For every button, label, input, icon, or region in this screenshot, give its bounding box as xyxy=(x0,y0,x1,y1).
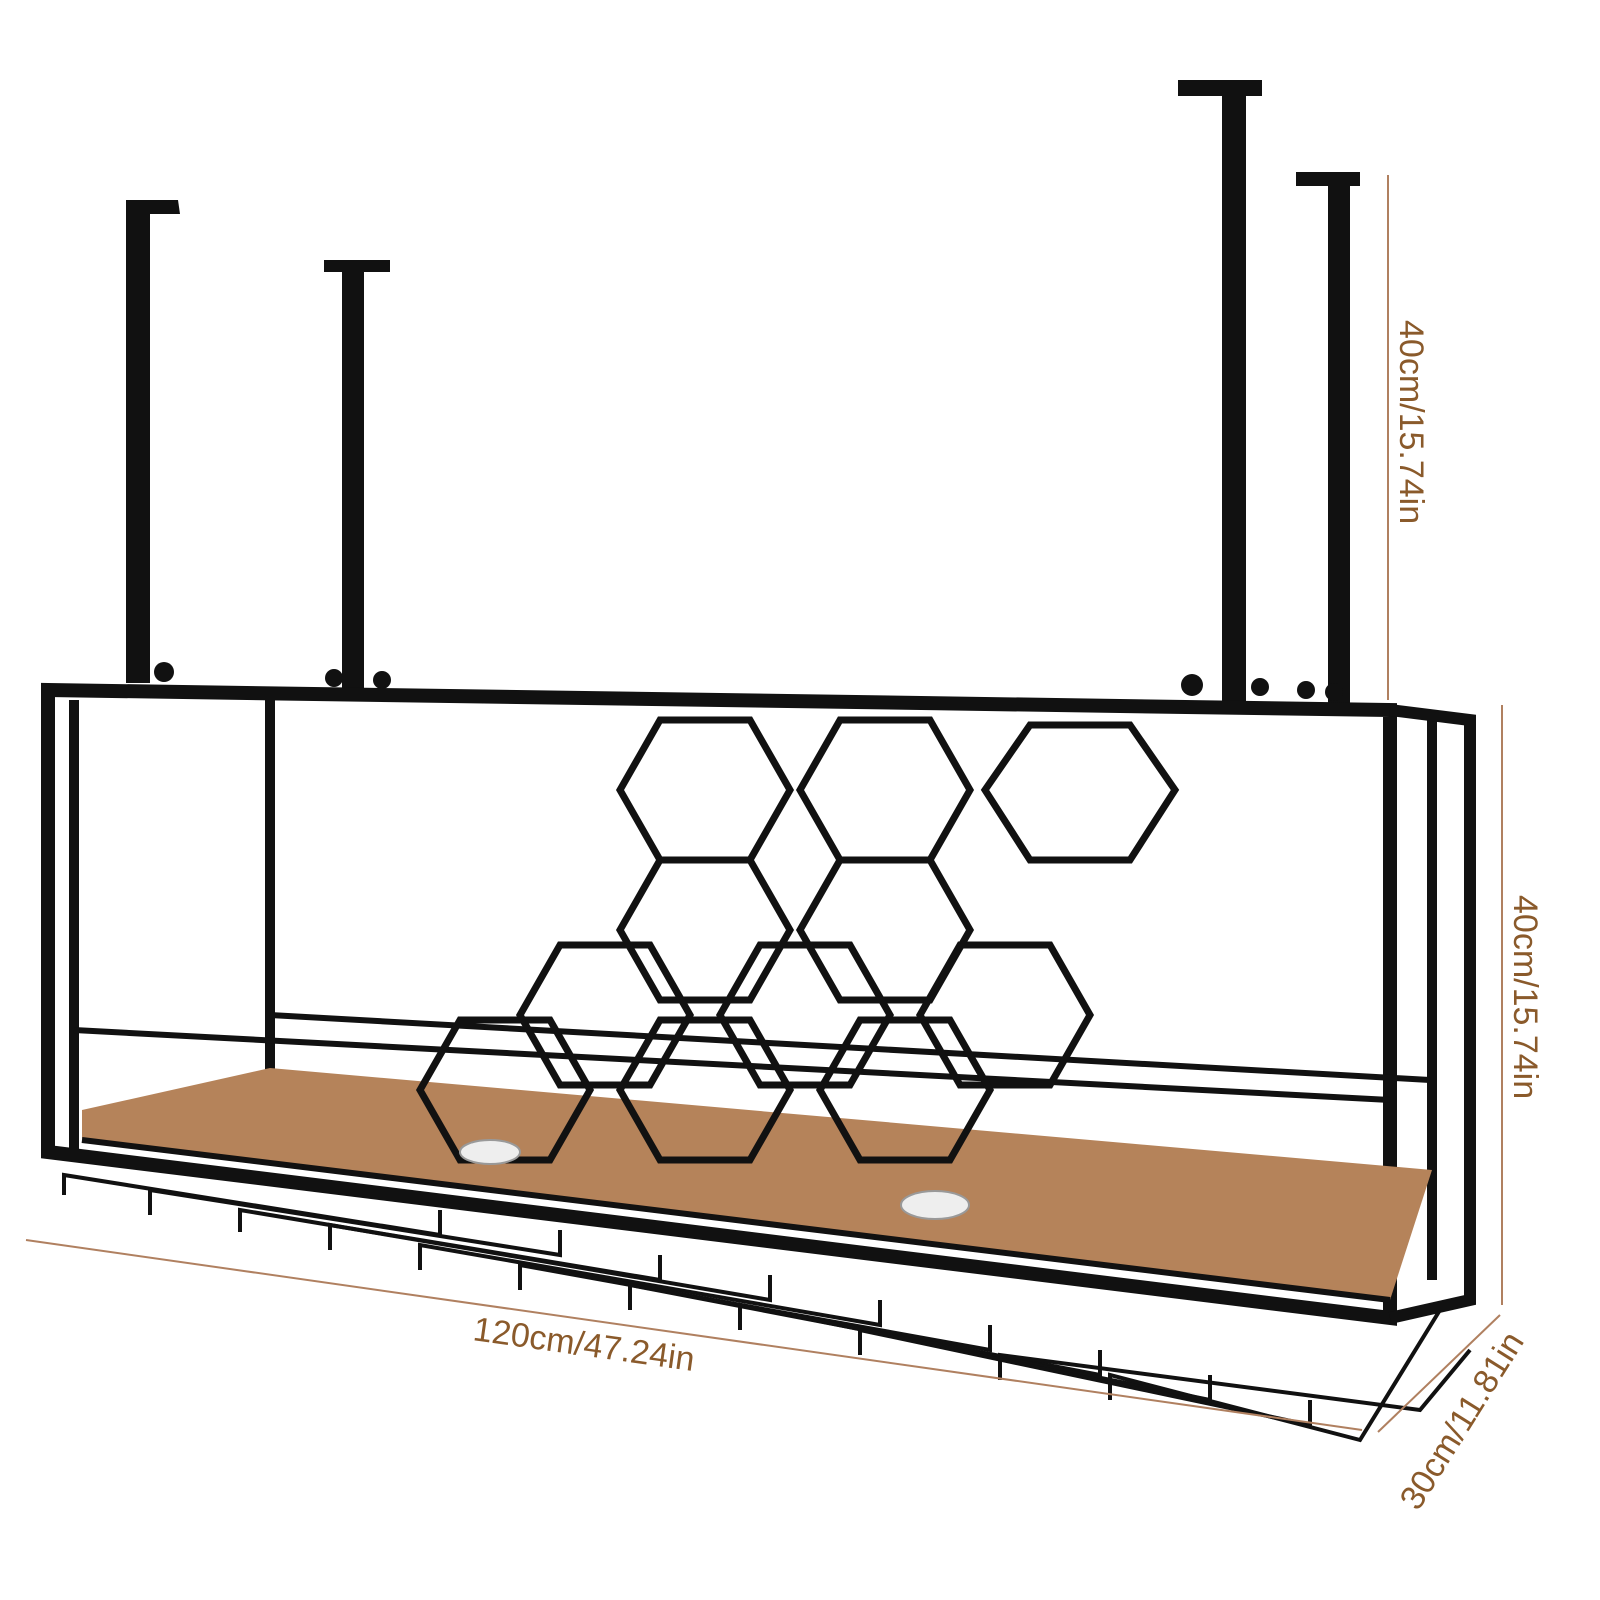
hanging-post-1 xyxy=(126,205,150,683)
led-lights xyxy=(459,1139,970,1220)
frame-height-label: 40cm/15.74in xyxy=(1506,895,1544,1099)
length-line xyxy=(25,1239,1363,1431)
hanging-post-2 xyxy=(342,263,364,691)
hanging-post-4-bracket xyxy=(1296,172,1360,186)
length-label: 120cm/47.24in xyxy=(471,1310,697,1379)
hanging-post-1-bracket xyxy=(126,200,180,214)
hexagon-bottle-holder xyxy=(415,716,1180,1164)
glass-hanger-rails xyxy=(62,1172,1472,1443)
rack-frame xyxy=(41,682,1476,1326)
hanging-posts xyxy=(126,80,1360,710)
wooden-shelf xyxy=(81,1068,1432,1303)
hanging-height-label: 40cm/15.74in xyxy=(1392,320,1430,524)
depth-line xyxy=(1377,1314,1501,1433)
hanging-post-3 xyxy=(1222,90,1246,708)
dimension-lines xyxy=(25,175,1503,1433)
hanging-post-3-bracket xyxy=(1178,80,1262,96)
hanging-post-4 xyxy=(1328,180,1350,710)
hanging-post-2-bracket xyxy=(324,260,390,272)
